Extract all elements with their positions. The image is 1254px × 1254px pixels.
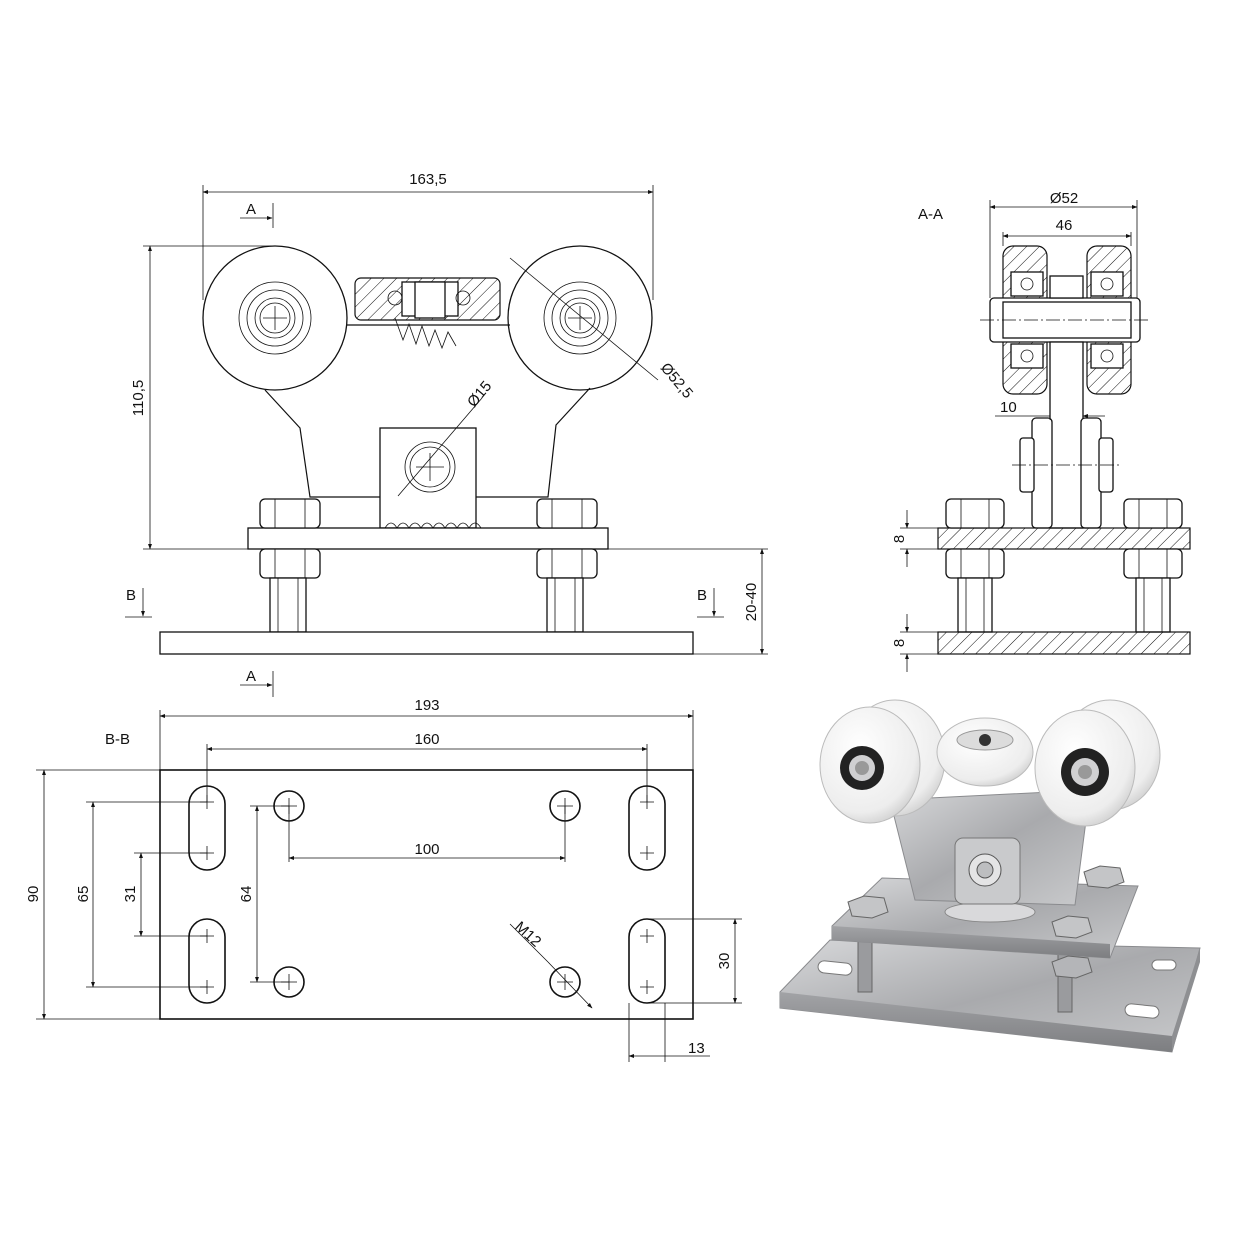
left-wheel (202, 245, 348, 391)
front-view (159, 245, 694, 655)
dim-overall-width: 163,5 (409, 171, 447, 188)
cut-marker-b-right: B (697, 587, 707, 604)
web-lower (1049, 341, 1084, 529)
top-plate (247, 527, 609, 550)
cut-marker-a-top: A (246, 201, 256, 218)
product-photo (779, 699, 1201, 1053)
dim-adjust-range: 20-40 (743, 583, 760, 621)
plan-base-plate (159, 769, 694, 1020)
nut (536, 498, 598, 529)
dim-overall-height: 110,5 (130, 380, 147, 416)
top-guide-wheel (354, 277, 501, 350)
dim-hole-span: 64 (238, 886, 255, 903)
dim-wheel-outer: Ø52 (1050, 190, 1078, 207)
nut (536, 548, 598, 579)
dim-slot-pitch: 160 (414, 731, 439, 748)
section-bb-label: B-B (105, 731, 130, 748)
dim-wheel-width: 46 (1056, 217, 1073, 234)
right-wheel (507, 245, 653, 391)
dim-thread: M12 (511, 918, 544, 950)
section-a-a: A-A (918, 206, 1191, 655)
pin-bracket (379, 427, 482, 529)
mount-hole[interactable] (549, 966, 581, 998)
base-plate (159, 631, 694, 655)
section-b-b: B-B (105, 731, 694, 1020)
section-base-plate (937, 631, 1191, 655)
dim-slot-length: 30 (716, 953, 733, 970)
dim-base-width: 90 (25, 886, 42, 903)
dim-plate-top: 8 (891, 535, 908, 543)
section-aa-dimensions: Ø52 46 10 8 8 (891, 190, 1138, 672)
nut (259, 498, 321, 529)
dim-wheel-dia: Ø52,5 (657, 360, 696, 402)
stud (546, 577, 584, 633)
cut-marker-a-bottom: A (246, 668, 256, 685)
stud (269, 577, 307, 633)
cut-marker-b-left: B (126, 587, 136, 604)
dim-slot-span: 65 (75, 886, 92, 903)
dim-hole-pitch: 100 (414, 841, 439, 858)
dim-plate-bottom: 8 (891, 639, 908, 647)
section-aa-label: A-A (918, 206, 943, 223)
nut (259, 548, 321, 579)
dim-pin-dia: Ø15 (464, 378, 495, 411)
section-bb-dimensions: 193 160 100 90 65 31 64 M12 30 (25, 697, 742, 1062)
dim-web-thickness: 10 (1000, 399, 1017, 416)
mount-slot[interactable] (188, 918, 226, 1004)
dim-base-length: 193 (414, 697, 439, 714)
dim-slot-width: 13 (688, 1040, 705, 1057)
web (1049, 275, 1084, 299)
dim-slot-gap: 31 (122, 886, 139, 903)
section-top-plate (937, 527, 1191, 550)
